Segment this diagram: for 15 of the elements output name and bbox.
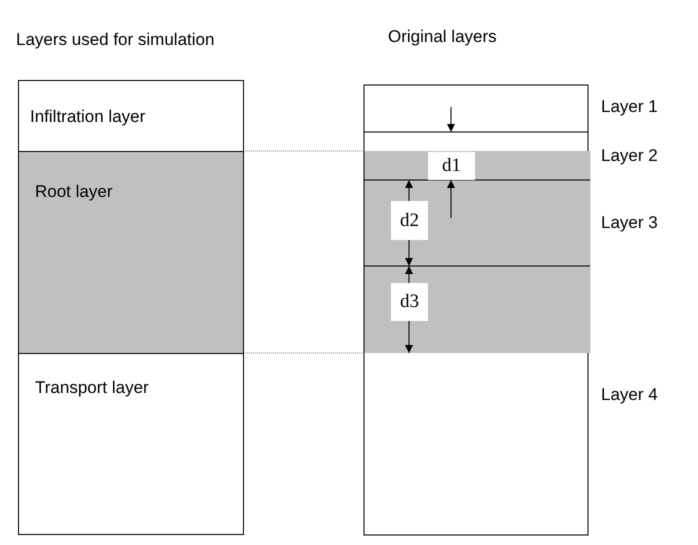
dimension-label: d2: [391, 201, 428, 240]
layer-band: [18, 151, 244, 354]
layer-name: Transport layer: [35, 378, 149, 398]
dimension-label: d1: [428, 152, 475, 180]
layer-name: Root layer: [35, 182, 112, 202]
layer-band: [18, 80, 244, 152]
layer-label: Layer 2: [601, 146, 658, 166]
layer-label: Layer 1: [601, 97, 658, 117]
layer-label: Layer 3: [601, 213, 658, 233]
layer-label: Layer 4: [601, 385, 658, 405]
column-heading: Layers used for simulation: [16, 30, 214, 50]
column-heading: Original layers: [388, 27, 497, 47]
layer-name: Infiltration layer: [30, 107, 146, 127]
dimension-label: d3: [391, 283, 428, 321]
layer-band: [18, 353, 244, 535]
